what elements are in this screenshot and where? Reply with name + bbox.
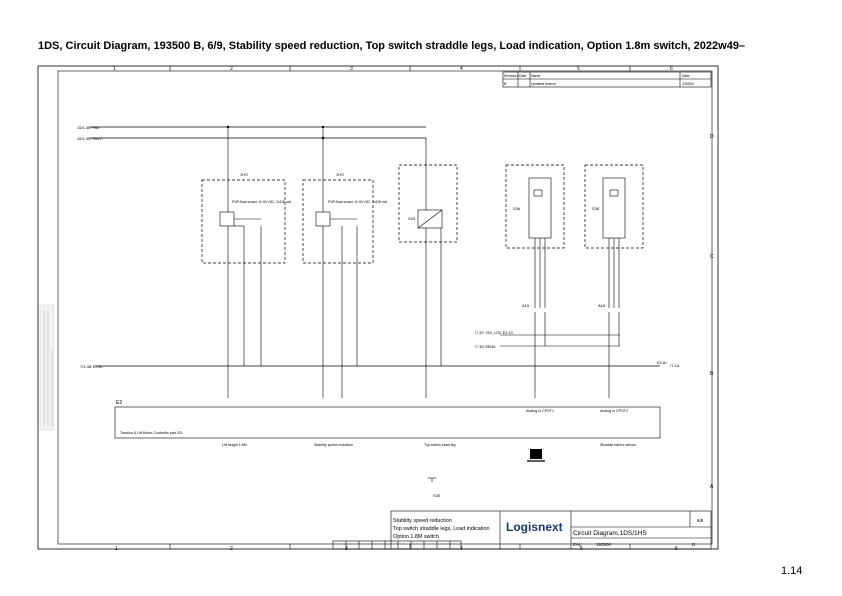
controller-label-5: Analog in CPOT2 xyxy=(600,409,628,413)
drawing-number: 193500 xyxy=(596,542,612,547)
svg-text:230530: 230530 xyxy=(682,82,694,86)
warning-symbol-icon xyxy=(527,449,545,462)
switch-symbol-s30: S30 xyxy=(428,477,441,498)
sensor-2-label: 1HS xyxy=(336,172,344,177)
sensor-box-5: S38 xyxy=(584,164,644,308)
controller-block: E2 Traction & Lift Motor Controller part… xyxy=(114,400,661,447)
designed-by: EAL xyxy=(573,542,582,547)
connector-a15: A15 xyxy=(522,303,530,308)
svg-text:Date: Date xyxy=(519,74,526,78)
rail-label-mid-right-b: /7.1A xyxy=(670,363,680,368)
sensor-box-2: 1HS PNP Dual sensor 10-30 VDC, 2x100 mA xyxy=(302,172,388,398)
connector-a16: A16 xyxy=(598,303,606,308)
rail-label-mid-right-a: E2.8= xyxy=(657,360,668,365)
title-block: Stability speed reduction Top switch str… xyxy=(390,510,712,550)
svg-text:Updated branch: Updated branch xyxy=(531,82,556,86)
switch-box-3: S33 xyxy=(398,164,458,398)
title-desc-line2: Top switch straddle legs, Load indicatio… xyxy=(393,526,490,532)
column-markers-bottom xyxy=(169,544,631,549)
sensor-5-label: S38 xyxy=(592,206,600,211)
sensor-box-1: 1HS PNP Dual sensor 10-30 VDC, 2x100 mA xyxy=(201,172,292,366)
column-label-3: 3 xyxy=(350,66,353,72)
switch-label-s30: S30 xyxy=(433,493,441,498)
title-desc-line1: Stability speed reduction xyxy=(393,518,452,524)
controller-label-4: Analog in CPOT1 xyxy=(526,409,554,413)
row-label-b: B xyxy=(710,371,714,377)
power-rail-mid: 7/1.4B E2.8= E2.8= /7.1A xyxy=(80,360,680,369)
sheet-number: 6/9 xyxy=(697,518,704,523)
column-label-1-bottom: 1 xyxy=(115,546,118,552)
drawing-frame-outer xyxy=(37,65,719,550)
controller-label-2: Stability speed reduction xyxy=(314,443,353,447)
column-label-4: 4 xyxy=(460,66,463,72)
title-desc-line3: Option 1.8M switch xyxy=(393,534,439,540)
svg-text:Name: Name xyxy=(531,74,540,78)
controller-label-3: Top switch strad.leg xyxy=(424,443,456,447)
svg-text:B: B xyxy=(504,82,507,86)
revision-table: Revision Date Name Date B Updated branch… xyxy=(502,71,712,88)
company-logo: Logisnext xyxy=(506,520,563,534)
controller-title: Traction & Lift Motor Controller part 3/… xyxy=(120,431,182,435)
sensor-4-label: S36 xyxy=(513,206,521,211)
row-label-a: A xyxy=(710,484,714,490)
rail-label-top-1: 15/1.4B +BV xyxy=(77,125,100,130)
column-label-5: 5 xyxy=(577,66,580,72)
row-label-c: C xyxy=(710,254,714,260)
drawing-title: Circuit Diagram,1DS/1HS xyxy=(573,530,647,537)
page-title: 1DS, Circuit Diagram, 193500 B, 6/9, Sta… xyxy=(38,40,746,52)
sensor-box-4: S36 xyxy=(505,164,565,308)
sensor-1-desc: PNP Dual sensor 10-30 VDC, 2x100 mA xyxy=(232,200,292,204)
controller-label-6: Straddle before sensor xyxy=(600,443,637,447)
line-label-2: /7.3D SENS xyxy=(475,345,496,349)
page-number: 1.14 xyxy=(781,565,803,577)
bottom-scale-boxes xyxy=(332,540,462,550)
sensor-1-label: 1HS xyxy=(240,172,248,177)
power-rail-top: 15/1.4B +BV 15/1.4B +BV2 xyxy=(77,125,426,141)
column-label-6: 6 xyxy=(670,66,673,72)
column-label-2: 2 xyxy=(230,66,233,72)
column-label-1: 1 xyxy=(113,66,116,72)
rail-label-top-2: 15/1.4B +BV2 xyxy=(77,136,103,141)
controller-e2: E2 xyxy=(116,400,122,406)
side-note xyxy=(39,304,55,431)
svg-text:Revision: Revision xyxy=(504,74,517,78)
column-label-2-bottom: 2 xyxy=(230,546,233,552)
svg-text:Date: Date xyxy=(682,74,689,78)
controller-label-1: Lift height 1.8M xyxy=(222,443,247,447)
row-label-d: D xyxy=(710,134,714,140)
sensor-3-label: S33 xyxy=(408,216,416,221)
column-markers-top xyxy=(169,66,631,71)
line-label-1: /7.2C +5V_LDC E2:10 xyxy=(475,331,513,335)
rail-label-mid-left: 7/1.4B E2.8= xyxy=(80,364,104,369)
drawing-revision: B xyxy=(692,542,695,547)
sensor-2-desc: PNP Dual sensor 10-30 VDC, 2x100 mA xyxy=(328,200,388,204)
